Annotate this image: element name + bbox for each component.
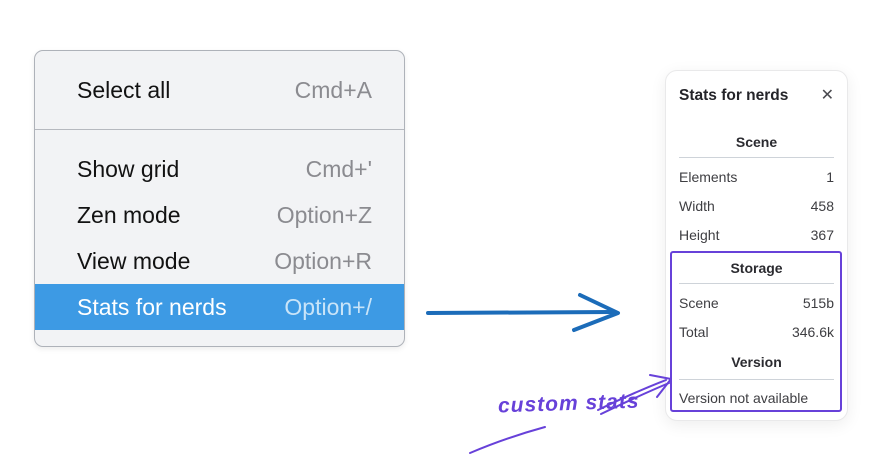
menu-item-shortcut: Option+/	[284, 293, 372, 320]
menu-item-show-grid[interactable]: Show grid Cmd+'	[35, 146, 404, 192]
stat-value: 458	[810, 197, 834, 214]
stat-value: 346.6k	[791, 323, 834, 340]
menu-item-zen-mode[interactable]: Zen mode Option+Z	[35, 192, 404, 238]
menu-item-label: Select all	[77, 76, 171, 103]
version-status-text: Version not available	[679, 390, 809, 406]
stats-panel: Stats for nerds ✕ Scene Elements 1 Width…	[665, 70, 848, 421]
menu-item-select-all[interactable]: Select all Cmd+A	[35, 67, 404, 113]
section-divider	[679, 283, 834, 284]
stats-panel-header: Stats for nerds ✕	[679, 84, 834, 108]
close-icon[interactable]: ✕	[820, 87, 834, 104]
stat-label: Elements	[679, 168, 738, 185]
menu-item-label: Zen mode	[77, 201, 181, 228]
stat-value: 515b	[802, 294, 834, 311]
stat-label: Total	[679, 323, 709, 340]
menu-item-label: View mode	[77, 247, 191, 274]
stat-row-elements: Elements 1	[679, 162, 834, 191]
menu-item-shortcut: Option+R	[274, 247, 372, 274]
menu-group-bottom: Show grid Cmd+' Zen mode Option+Z View m…	[35, 130, 404, 346]
stat-value: 1	[826, 168, 834, 185]
stat-row-total-storage: Total 346.6k	[679, 317, 834, 346]
arrow-right-icon	[426, 293, 620, 332]
section-heading-storage: Storage	[730, 260, 783, 276]
menu-separator	[35, 129, 404, 130]
menu-item-stats-for-nerds[interactable]: Stats for nerds Option+/	[35, 284, 404, 330]
menu-item-label: Stats for nerds	[77, 293, 227, 320]
stat-label: Scene	[679, 294, 719, 311]
stat-label: Width	[679, 197, 715, 214]
stat-value: 367	[810, 226, 834, 243]
section-divider	[679, 379, 834, 380]
stat-row-width: Width 458	[679, 191, 834, 220]
stat-row-scene-storage: Scene 515b	[679, 288, 834, 317]
context-menu: Select all Cmd+A Show grid Cmd+' Zen mod…	[34, 50, 405, 347]
stat-row-height: Height 367	[679, 220, 834, 249]
menu-item-label: Show grid	[77, 155, 180, 182]
section-divider	[679, 157, 834, 158]
menu-item-shortcut: Cmd+'	[305, 155, 372, 182]
menu-group-top: Select all Cmd+A	[35, 51, 404, 129]
stat-label: Height	[679, 226, 720, 243]
menu-item-view-mode[interactable]: View mode Option+R	[35, 238, 404, 284]
menu-item-shortcut: Cmd+A	[294, 76, 372, 103]
annotation-arrow-icon	[469, 374, 672, 454]
panel-title: Stats for nerds	[679, 87, 789, 104]
section-heading-scene: Scene	[735, 134, 778, 150]
section-heading-version: Version	[731, 354, 782, 370]
menu-item-shortcut: Option+Z	[276, 201, 372, 228]
